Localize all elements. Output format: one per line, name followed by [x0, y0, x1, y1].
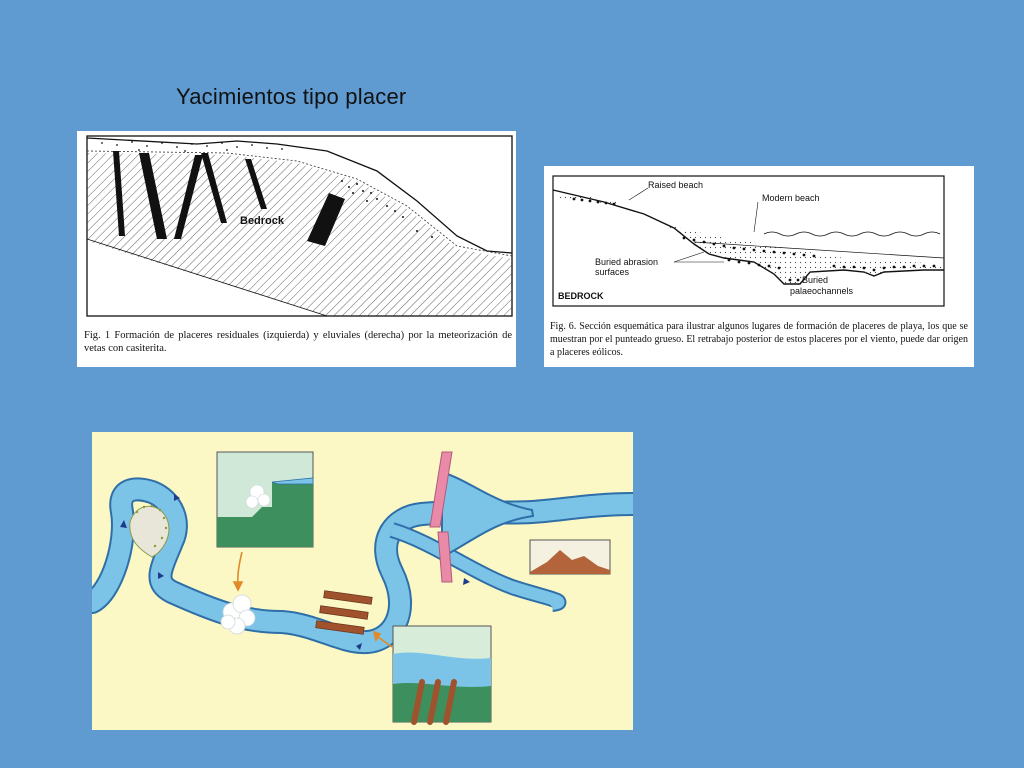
figure-1-residual-eluvial-placers: Bedrock Fig. 1 Formación de placeres res…	[77, 131, 516, 367]
vein-1	[113, 151, 125, 236]
leader-abrasion-1	[673, 251, 705, 263]
vein-4	[201, 153, 227, 223]
label-buried-1: Buried	[802, 275, 828, 285]
riffle-bars	[315, 590, 373, 635]
label-buried-abrasion-1: Buried abrasion	[595, 257, 658, 267]
label-bedrock-fig6: BEDROCK	[558, 291, 604, 301]
figure-1-diagram: Bedrock	[86, 135, 513, 317]
label-raised-beach: Raised beach	[648, 180, 703, 190]
sea-waves	[763, 231, 941, 237]
leader-raised-beach	[628, 187, 649, 201]
vein-3	[174, 155, 203, 239]
bedrock-base-line	[86, 238, 328, 317]
figure-6-diagram: Raised beach Modern beach Buried abrasio…	[552, 175, 945, 307]
label-modern-beach: Modern beach	[762, 193, 820, 203]
label-bedrock: Bedrock	[240, 215, 285, 227]
inset-arrows	[232, 551, 393, 648]
figure-1-caption: Fig. 1 Formación de placeres residuales …	[84, 330, 512, 354]
vein-5	[245, 159, 267, 209]
label-buried-2: palaeochannels	[790, 286, 854, 296]
inset-riffle-bars	[411, 679, 457, 725]
label-buried-abrasion-2: surfaces	[595, 267, 630, 277]
figure-6-beach-placers: Raised beach Modern beach Buried abrasio…	[544, 166, 974, 367]
figure-river-placers	[92, 432, 633, 730]
waterfall-foam	[220, 594, 256, 635]
figure-6-caption: Fig. 6. Sección esquemática para ilustra…	[550, 321, 968, 358]
inset-riffles-ground	[393, 683, 491, 722]
tributary-channel	[390, 524, 565, 610]
placer-dots	[101, 141, 433, 238]
slide-title: Yacimientos tipo placer	[176, 84, 407, 109]
point-bar-gravel	[135, 504, 168, 548]
river-diagram	[92, 451, 633, 725]
dike-lower	[437, 531, 453, 583]
point-bar	[129, 505, 170, 558]
flow-arrows	[120, 494, 470, 650]
leader-modern-beach	[753, 201, 759, 233]
inset-waterfall-foam	[245, 484, 271, 509]
soil-contact	[86, 150, 513, 257]
heavy-placer-dots	[572, 197, 936, 282]
confluence-pool	[441, 470, 535, 559]
bedrock-hatch	[87, 153, 512, 316]
inset-waterfall-water	[271, 477, 314, 485]
dike-upper	[429, 451, 453, 528]
figure-6-frame	[552, 175, 945, 307]
vein-2	[139, 153, 167, 239]
modern-beach-line	[693, 241, 945, 259]
inset-hills-terrain	[530, 550, 610, 574]
inset-waterfall-ground	[217, 482, 313, 547]
ground-surface	[86, 137, 513, 254]
vein-6-eluvial	[307, 193, 345, 246]
